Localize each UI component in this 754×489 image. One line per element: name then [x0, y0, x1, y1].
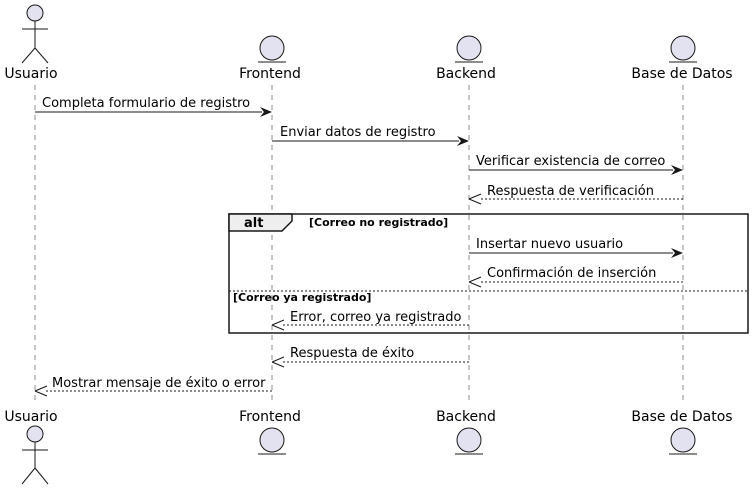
message-5: Insertar nuevo usuario	[469, 237, 683, 258]
entity-icon	[455, 35, 483, 63]
message-label-9: Mostrar mensaje de éxito o error	[52, 376, 266, 391]
entity-icon	[258, 35, 286, 63]
entity-icon	[669, 427, 697, 455]
arrowhead-icon	[271, 319, 285, 331]
message-label-3: Verificar existencia de correo	[476, 154, 665, 169]
arrowhead-icon	[457, 136, 469, 146]
message-6: Confirmación de inserción	[468, 266, 683, 288]
message-label-1: Completa formulario de registro	[42, 96, 250, 111]
entity-frontend-bottom: Frontend	[239, 409, 301, 455]
message-2: Enviar datos de registro	[272, 125, 469, 146]
participant-label-backend: Backend	[436, 409, 496, 425]
alt-guard-2: [Correo ya registrado]	[233, 291, 371, 304]
actor-icon	[21, 425, 49, 485]
actor-usuario-bottom: Usuario	[4, 409, 58, 485]
participant-label-base-de-datos: Base de Datos	[631, 409, 732, 425]
message-label-2: Enviar datos de registro	[280, 125, 436, 140]
message-label-5: Insertar nuevo usuario	[476, 237, 623, 252]
entity-icon	[258, 427, 286, 455]
entity-backend-top: Backend	[436, 35, 496, 82]
alt-frame	[228, 213, 749, 334]
message-7: Error, correo ya registrado	[271, 310, 469, 331]
entity-icon	[669, 35, 697, 63]
message-8: Respuesta de éxito	[271, 346, 469, 368]
arrowhead-icon	[671, 248, 683, 258]
alt-header-tab	[228, 213, 293, 232]
lifelines	[34, 85, 684, 405]
message-label-8: Respuesta de éxito	[290, 346, 414, 361]
arrowhead-icon	[468, 193, 482, 205]
participant-label-frontend: Frontend	[239, 409, 301, 425]
entity-base-de-datos-bottom: Base de Datos	[631, 409, 733, 455]
message-label-7: Error, correo ya registrado	[290, 310, 461, 325]
message-3: Verificar existencia de correo	[469, 154, 683, 175]
alt-fragment: alt [Correo no registrado] [Correo ya re…	[228, 213, 749, 334]
actor-usuario-top: Usuario	[4, 4, 58, 82]
message-4: Respuesta de verificación	[468, 184, 683, 205]
entity-icon	[455, 427, 483, 455]
arrowhead-icon	[260, 107, 272, 117]
arrowhead-icon	[271, 356, 285, 368]
alt-keyword: alt	[244, 216, 263, 231]
participant-label-backend: Backend	[436, 66, 496, 82]
alt-guard-1: [Correo no registrado]	[309, 216, 448, 229]
entity-frontend-top: Frontend	[239, 35, 301, 82]
message-9: Mostrar mensaje de éxito o error	[34, 376, 272, 397]
message-label-6: Confirmación de inserción	[487, 266, 656, 281]
entity-base-de-datos-top: Base de Datos	[631, 35, 733, 82]
participant-label-usuario: Usuario	[4, 409, 57, 425]
participant-label-base-de-datos: Base de Datos	[631, 66, 732, 82]
arrowhead-icon	[671, 165, 683, 175]
participant-label-usuario: Usuario	[4, 66, 57, 82]
entity-backend-bottom: Backend	[436, 409, 496, 455]
arrowhead-icon	[468, 276, 482, 288]
actor-icon	[21, 4, 49, 64]
arrowhead-icon	[34, 385, 48, 397]
message-1: Completa formulario de registro	[35, 96, 272, 117]
message-label-4: Respuesta de verificación	[487, 184, 654, 199]
participant-label-frontend: Frontend	[239, 66, 301, 82]
